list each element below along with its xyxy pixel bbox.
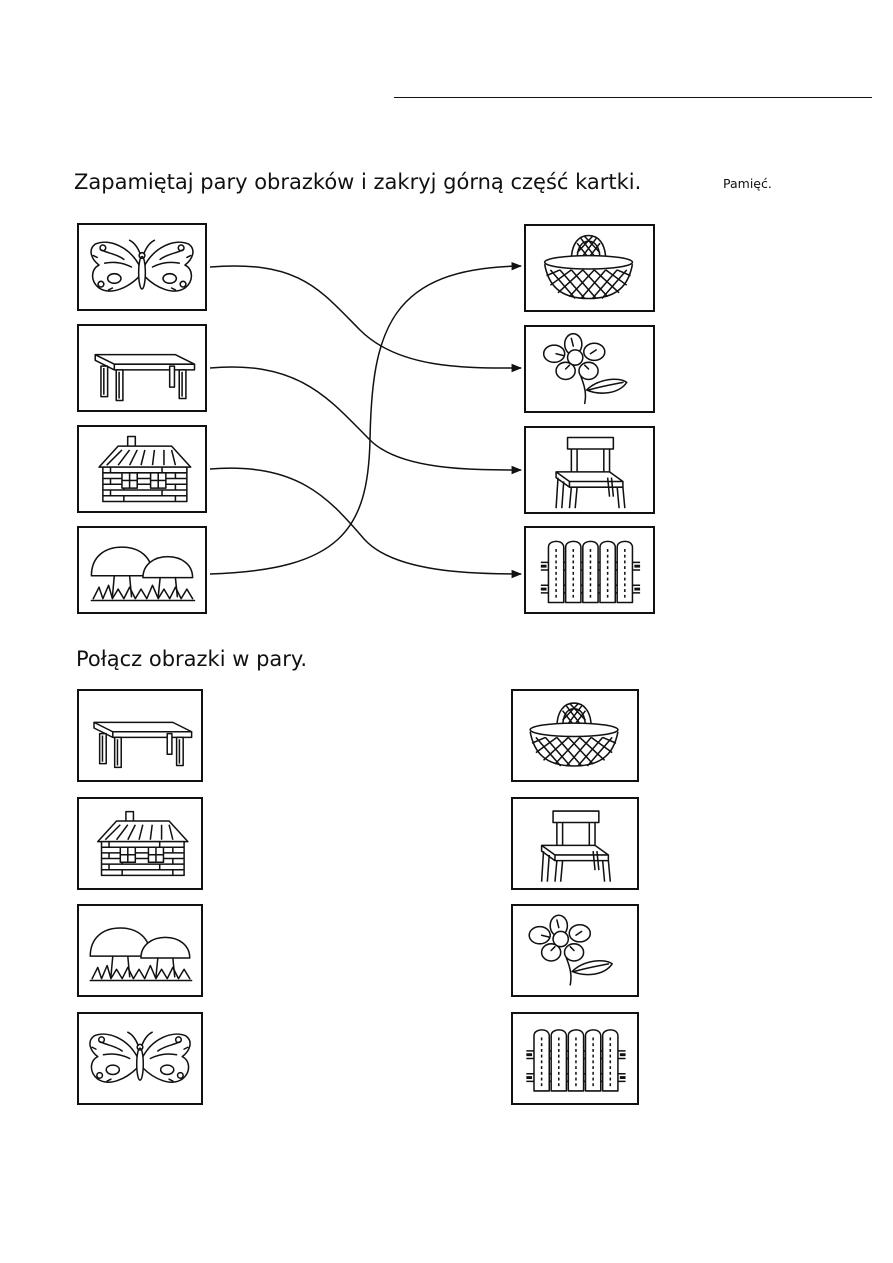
- task1-card-chair: [524, 426, 655, 514]
- task1-card-butterfly: [77, 223, 207, 311]
- name-underline[interactable]: [394, 97, 872, 98]
- connector-house-fence: [209, 467, 523, 579]
- table-icon: [93, 721, 193, 769]
- fence-icon: [539, 539, 642, 604]
- task2-card-chair[interactable]: [511, 797, 639, 890]
- task1-card-house: [77, 425, 207, 513]
- task1-card-mushrooms: [77, 526, 207, 614]
- house-icon: [97, 810, 189, 877]
- task2-card-flower[interactable]: [511, 904, 639, 997]
- connector-mushrooms-basket: [209, 261, 523, 575]
- task2-card-house[interactable]: [77, 797, 203, 890]
- flower-icon: [528, 914, 613, 986]
- table-icon: [94, 353, 196, 402]
- task1-card-basket: [524, 224, 655, 312]
- task2-card-mushrooms[interactable]: [77, 904, 203, 997]
- fence-icon: [524, 1028, 627, 1093]
- task2-card-basket[interactable]: [511, 689, 639, 782]
- task1-card-table: [77, 324, 207, 412]
- task-1-instruction: Zapamiętaj pary obrazków i zakryj górną …: [74, 170, 642, 194]
- connector-butterfly-flower: [209, 265, 523, 373]
- flower-icon: [542, 332, 628, 405]
- basket-icon: [529, 702, 619, 767]
- task2-card-fence[interactable]: [511, 1012, 639, 1105]
- task2-card-table[interactable]: [77, 689, 203, 782]
- basket-icon: [543, 234, 634, 300]
- butterfly-icon: [89, 1031, 191, 1083]
- house-icon: [98, 435, 192, 503]
- task2-card-butterfly[interactable]: [77, 1012, 203, 1105]
- connector-table-chair: [209, 366, 523, 475]
- task-2-instruction: Połącz obrazki w pary.: [76, 647, 308, 671]
- chair-icon: [555, 436, 626, 509]
- category-tag: Pamięć.: [723, 176, 772, 191]
- mushrooms-icon: [89, 927, 193, 982]
- task1-card-flower: [524, 325, 655, 413]
- mushrooms-icon: [90, 546, 196, 602]
- task1-card-fence: [524, 526, 655, 614]
- butterfly-icon: [90, 239, 194, 292]
- chair-icon: [540, 810, 612, 883]
